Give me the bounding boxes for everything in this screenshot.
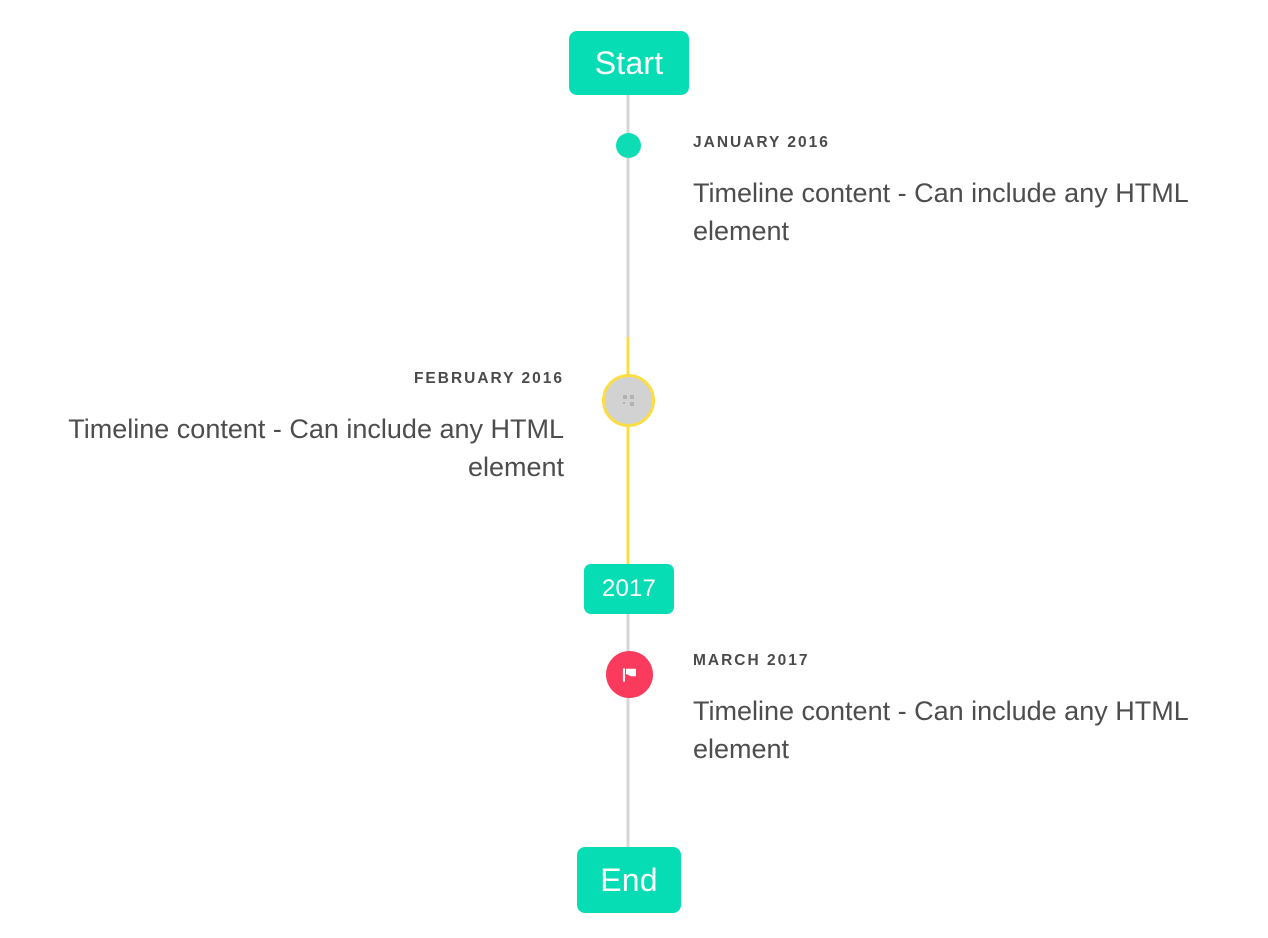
timeline-marker-dot-icon[interactable]: [616, 133, 641, 158]
timeline-end-badge[interactable]: End: [577, 847, 681, 913]
timeline-axis-segment-highlight: [626, 337, 630, 564]
broken-image-icon: [621, 393, 637, 409]
timeline-axis-segment-gray-lower: [626, 614, 630, 856]
timeline-entry-date: February 2016: [413, 370, 564, 387]
timeline-entry-january: January 2016 Timeline content - Can incl…: [693, 134, 1233, 251]
timeline-entry-body: Timeline content - Can include any HTML …: [693, 178, 1188, 247]
timeline-entry-date: January 2016: [693, 134, 830, 151]
timeline-year-divider-badge[interactable]: 2017: [584, 564, 674, 614]
timeline-axis-segment-gray-upper: [626, 95, 630, 337]
timeline-marker-broken-image-icon[interactable]: [602, 374, 655, 427]
timeline-marker-flag-icon[interactable]: [606, 651, 653, 698]
timeline-entry-march: March 2017 Timeline content - Can includ…: [693, 652, 1233, 769]
timeline-entry-february: February 2016 Timeline content - Can inc…: [24, 370, 564, 487]
timeline-entry-body: Timeline content - Can include any HTML …: [68, 414, 564, 483]
timeline-start-badge[interactable]: Start: [569, 31, 689, 95]
timeline-entry-date: March 2017: [693, 652, 810, 669]
timeline-entry-body: Timeline content - Can include any HTML …: [693, 696, 1188, 765]
flag-icon: [619, 664, 641, 686]
